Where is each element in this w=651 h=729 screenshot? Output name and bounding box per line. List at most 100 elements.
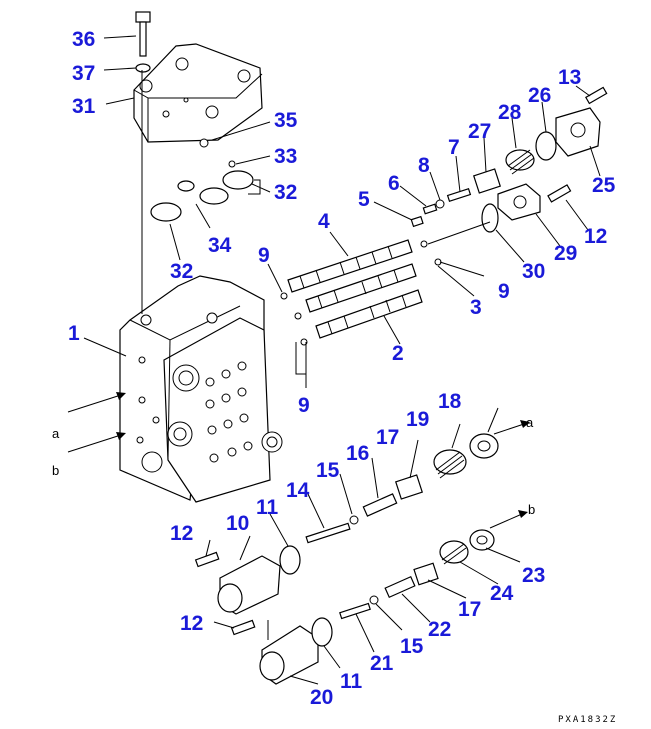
port-label-a-left: a xyxy=(52,426,60,441)
retainer-17b xyxy=(413,562,439,586)
bolt-12c xyxy=(230,619,256,636)
oring-8 xyxy=(435,199,445,209)
callout-30: 30 xyxy=(522,260,545,283)
callout-4: 4 xyxy=(318,210,330,233)
callout-35: 35 xyxy=(274,109,298,132)
callout-36: 36 xyxy=(72,28,95,51)
callout-27: 27 xyxy=(468,120,491,143)
plug-6 xyxy=(422,203,438,215)
callout-19: 19 xyxy=(406,408,429,431)
leader-lines xyxy=(83,35,601,685)
callout-12b: 12 xyxy=(170,522,193,545)
seal-small xyxy=(177,180,195,192)
callout-9b: 9 xyxy=(498,280,510,303)
callout-numbers: 36 37 31 35 33 32 34 32 1 9 9 9 4 5 6 8 … xyxy=(68,28,616,709)
callout-37: 37 xyxy=(72,62,95,85)
bolt-13 xyxy=(585,86,608,105)
cover-31 xyxy=(133,43,263,143)
oring-33 xyxy=(228,160,236,168)
callout-31: 31 xyxy=(72,95,96,118)
bolt-36 xyxy=(135,11,151,57)
cover-25 xyxy=(555,107,601,157)
callout-26: 26 xyxy=(528,84,551,107)
callout-15a: 15 xyxy=(316,459,340,482)
port-label-b-left: b xyxy=(52,463,59,478)
callout-28: 28 xyxy=(498,101,522,124)
callout-24: 24 xyxy=(490,582,514,605)
callout-9c: 9 xyxy=(298,394,310,417)
plug-5 xyxy=(410,215,424,228)
sleeve-16 xyxy=(362,493,398,517)
callout-12c: 12 xyxy=(180,612,203,635)
bolt-21 xyxy=(339,602,371,620)
seal-30 xyxy=(481,203,499,233)
callout-2: 2 xyxy=(392,342,404,365)
callout-20: 20 xyxy=(310,686,333,709)
seal-26 xyxy=(535,131,557,161)
callout-15b: 15 xyxy=(400,635,424,658)
port-label-a-right: a xyxy=(526,415,534,430)
oring-15a xyxy=(349,515,359,525)
spool-2 xyxy=(315,289,423,339)
bolt-14 xyxy=(305,522,351,544)
cap-23 xyxy=(469,529,495,551)
callout-33: 33 xyxy=(274,145,297,168)
washer-37 xyxy=(135,63,151,73)
oring-9a xyxy=(280,292,288,300)
port-arrows xyxy=(67,392,530,529)
callout-8: 8 xyxy=(418,154,430,177)
callout-17a: 17 xyxy=(376,426,399,449)
callout-21: 21 xyxy=(370,652,394,675)
callout-25: 25 xyxy=(592,174,616,197)
port-label-b-right: b xyxy=(528,502,535,517)
spool-4 xyxy=(287,239,413,293)
callout-16: 16 xyxy=(346,442,369,465)
oring-15b xyxy=(369,595,379,605)
cap-18 xyxy=(469,433,499,459)
cover-20 xyxy=(259,625,319,685)
spring-24 xyxy=(439,540,469,565)
callout-11b: 11 xyxy=(340,670,363,693)
callout-22: 22 xyxy=(428,618,451,641)
oring-9b xyxy=(294,312,302,320)
callout-32b: 32 xyxy=(170,260,193,283)
callout-17b: 17 xyxy=(458,598,481,621)
callout-29: 29 xyxy=(554,242,577,265)
callout-18: 18 xyxy=(438,390,462,413)
seal-32a xyxy=(222,170,254,190)
sleeve-22 xyxy=(384,575,416,599)
cover-10 xyxy=(217,555,281,615)
callout-12a: 12 xyxy=(584,225,607,248)
seal-11b xyxy=(311,617,333,647)
callout-1: 1 xyxy=(68,322,80,345)
oring-35 xyxy=(199,138,209,148)
callout-10: 10 xyxy=(226,512,249,535)
callout-32a: 32 xyxy=(274,181,297,204)
callout-23: 23 xyxy=(522,564,545,587)
callout-5: 5 xyxy=(358,188,370,211)
bolt-12a xyxy=(547,184,572,203)
seal-34 xyxy=(199,187,229,205)
callout-34: 34 xyxy=(208,234,232,257)
callout-3: 3 xyxy=(470,296,482,319)
cover-29 xyxy=(497,183,541,221)
callout-7: 7 xyxy=(448,136,460,159)
valve-body-1 xyxy=(119,275,283,503)
bolt-7 xyxy=(446,187,472,203)
seal-32b xyxy=(150,202,182,222)
bolt-12b xyxy=(194,551,220,568)
callout-6: 6 xyxy=(388,172,400,195)
spool-3 xyxy=(305,263,417,313)
retainer-17a xyxy=(395,474,423,500)
oring-9d xyxy=(420,240,428,248)
seal-11a xyxy=(279,545,301,575)
drawing-code: PXA1832Z xyxy=(558,715,617,725)
callout-11a: 11 xyxy=(256,496,279,519)
spring-19 xyxy=(433,449,467,479)
callout-14: 14 xyxy=(286,479,310,502)
retainer-27 xyxy=(473,168,501,194)
callout-13: 13 xyxy=(558,66,581,89)
callout-9a: 9 xyxy=(258,244,270,267)
